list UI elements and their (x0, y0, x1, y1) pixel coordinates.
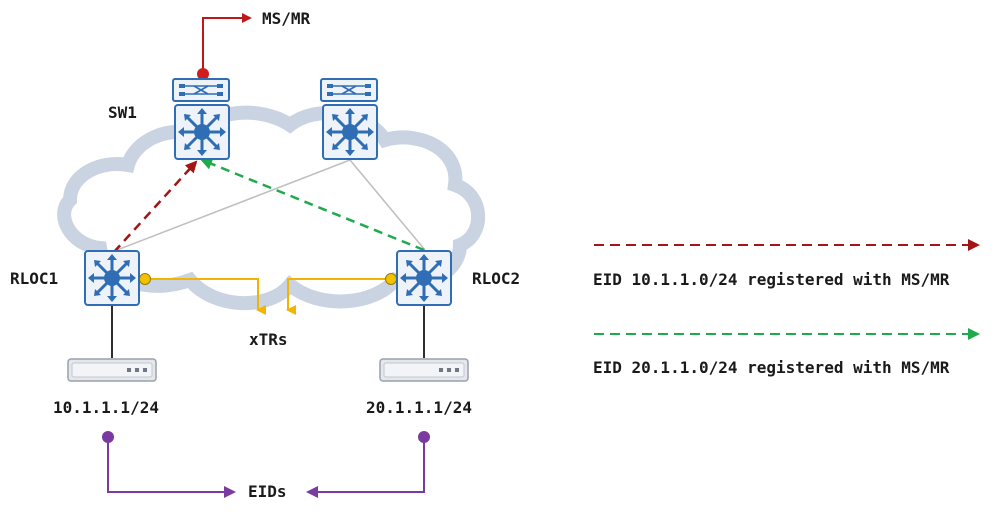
fabric-links (111, 159, 426, 253)
rloc2-registration-arrow (200, 158, 425, 252)
host2-device-icon (379, 358, 469, 382)
host2-ip-label: 20.1.1.1/24 (366, 398, 472, 417)
host1-ip-label: 10.1.1.1/24 (53, 398, 159, 417)
xtrs-label: xTRs (249, 330, 288, 349)
sw2-l2-switch-icon (320, 78, 378, 102)
sw2-l3-switch-icon (322, 104, 378, 160)
ms-mr-arrow (197, 13, 252, 80)
rloc1-label: RLOC1 (10, 269, 58, 288)
rloc1-l3-switch-icon (84, 250, 140, 306)
rloc2-xtr-port (385, 273, 397, 285)
rloc2-label: RLOC2 (472, 269, 520, 288)
rloc1-registration-arrow (113, 160, 198, 253)
eids-label: EIDs (248, 482, 287, 501)
legend-red-text: EID 10.1.1.0/24 registered with MS/MR (593, 270, 950, 289)
rloc1-xtr-port (139, 273, 151, 285)
sw1-label: SW1 (108, 103, 137, 122)
host1-device-icon (67, 358, 157, 382)
sw1-l2-switch-icon (172, 78, 230, 102)
xtr-pointers (145, 278, 392, 315)
eid-pointers (102, 431, 430, 498)
legend-green-text: EID 20.1.1.0/24 registered with MS/MR (593, 358, 950, 377)
ms-mr-label: MS/MR (262, 9, 311, 28)
legend: EID 10.1.1.0/24 registered with MS/MR EI… (593, 239, 980, 377)
rloc2-l3-switch-icon (396, 250, 452, 306)
sw1-l3-switch-icon (174, 104, 230, 160)
